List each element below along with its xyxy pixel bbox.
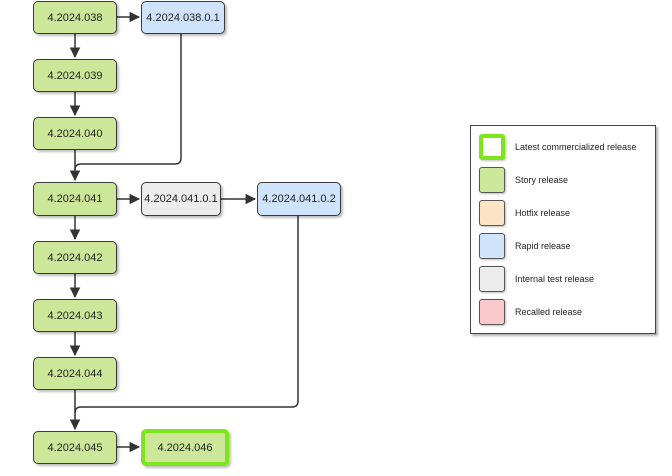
node-4-2024-041: 4.2024.041 [33,182,117,216]
node-4-2024-045: 4.2024.045 [33,431,117,464]
legend-label-internal: Internal test release [515,274,595,284]
node-4-2024-039: 4.2024.039 [33,59,117,92]
legend-swatch-hotfix [479,200,505,226]
legend-swatch-latest [479,134,505,160]
legend-label-hotfix: Hotfix release [515,208,571,218]
node-4-2024-040: 4.2024.040 [33,117,117,150]
legend-label-story: Story release [515,175,569,185]
node-4-2024-043: 4.2024.043 [33,299,117,332]
node-4-2024-044: 4.2024.044 [33,357,117,390]
legend-label-rapid: Rapid release [515,241,571,251]
legend-item-hotfix: Hotfix release [479,200,570,226]
legend-label-latest: Latest commercialized release [515,142,637,152]
legend-swatch-rapid [479,233,505,259]
legend-item-latest: Latest commercialized release [479,134,637,160]
node-4-2024-041-0-2: 4.2024.041.0.2 [257,182,341,216]
node-4-2024-041-0-1: 4.2024.041.0.1 [141,182,221,216]
legend: Latest commercialized release Story rele… [470,125,656,334]
node-4-2024-042: 4.2024.042 [33,241,117,274]
node-4-2024-038: 4.2024.038 [33,1,117,34]
legend-swatch-recalled [479,299,505,325]
legend-item-recalled: Recalled release [479,299,582,325]
legend-label-recalled: Recalled release [515,307,583,317]
node-4-2024-038-0-1: 4.2024.038.0.1 [141,1,225,34]
legend-item-story: Story release [479,167,568,193]
legend-swatch-internal [479,266,505,292]
legend-item-internal: Internal test release [479,266,594,292]
edge-041-0-2-merge [74,216,299,414]
legend-swatch-story [479,167,505,193]
legend-item-rapid: Rapid release [479,233,571,259]
node-4-2024-046: 4.2024.046 [141,429,229,466]
edge-038-0-1-merge [74,34,182,171]
